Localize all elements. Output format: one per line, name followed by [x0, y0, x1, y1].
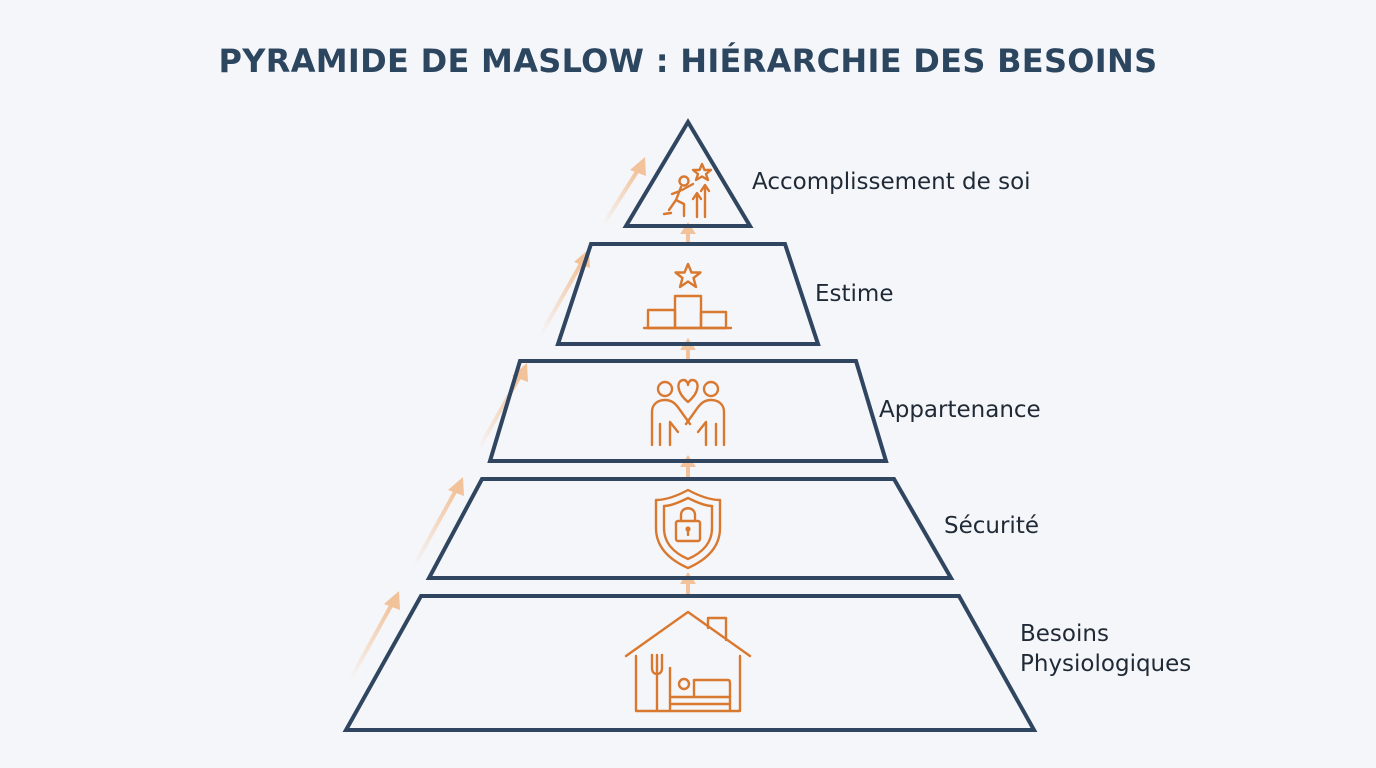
tier-appartenance	[487, 359, 889, 463]
shield-lock-icon	[654, 488, 722, 570]
people-heart-icon	[650, 378, 726, 447]
level-label-line: Besoins	[1020, 621, 1109, 647]
level-label-accomplissement: Accomplissement de soi	[752, 169, 1031, 195]
ascending-arrow-icon	[601, 157, 646, 227]
level-label-line: Physiologiques	[1020, 651, 1191, 677]
ascending-arrows	[348, 157, 646, 681]
ascending-arrow-icon	[476, 363, 528, 451]
level-label-physiologiques: Besoins Physiologiques	[1020, 621, 1191, 677]
tier-securite	[425, 477, 955, 580]
level-label-line: Estime	[815, 281, 893, 307]
level-label-line: Accomplissement de soi	[752, 169, 1031, 195]
ascending-arrow-icon	[412, 477, 464, 567]
tier-physiologiques	[342, 594, 1038, 732]
level-label-line: Appartenance	[879, 397, 1041, 423]
page-title: PYRAMIDE DE MASLOW : HIÉRARCHIE DES BESO…	[218, 42, 1158, 80]
tier-accomplissement	[622, 118, 754, 228]
level-label-line: Sécurité	[944, 513, 1039, 539]
ascending-arrow-icon	[348, 591, 400, 681]
level-label-estime: Estime	[815, 281, 893, 307]
house-food-bed-icon	[624, 610, 752, 713]
level-label-securite: Sécurité	[944, 513, 1039, 539]
podium-star-icon	[642, 262, 733, 330]
self-actualization-icon	[662, 162, 713, 219]
level-label-appartenance: Appartenance	[879, 397, 1041, 423]
tier-estime	[555, 242, 821, 346]
